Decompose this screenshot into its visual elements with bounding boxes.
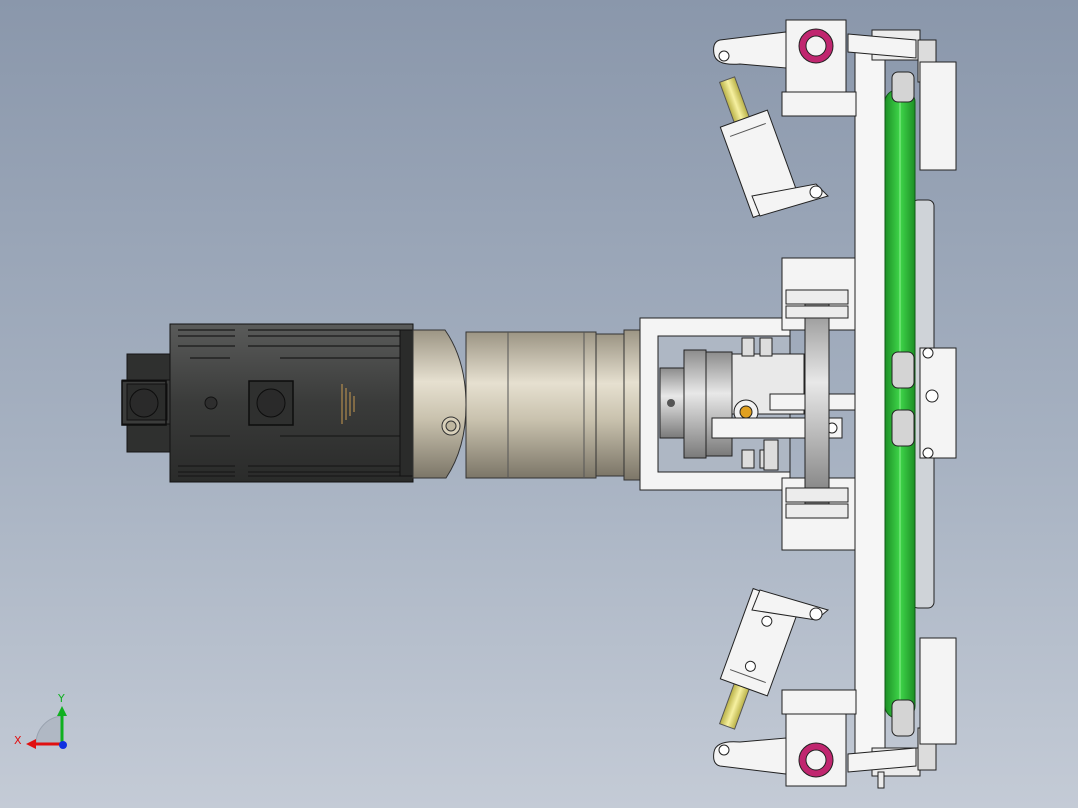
upper-clamp-assembly[interactable] [713, 19, 917, 219]
mounting-frame[interactable] [639, 317, 919, 491]
guide-rod [804, 299, 830, 507]
servo-motor[interactable] [121, 323, 415, 483]
upper-lever-arm [713, 31, 787, 69]
gearbox-output-flange [623, 329, 643, 481]
motor-cooling-fins [178, 329, 400, 477]
triad-x-label: X [14, 734, 22, 747]
triad-z-axis [59, 741, 67, 749]
gearbox-body [465, 331, 597, 479]
vertical-guide-column[interactable] [781, 257, 857, 551]
lower-pneumatic-cylinder [719, 587, 801, 697]
orientation-triad: X Y [14, 692, 67, 749]
motor-front-flange [399, 329, 415, 477]
lower-clamp-assembly[interactable] [713, 587, 917, 789]
triad-y-label: Y [57, 692, 65, 705]
idler-rollers [891, 71, 915, 737]
triad-shadow [35, 715, 63, 745]
motor-screw [204, 396, 218, 410]
motor-nameplate [341, 384, 355, 424]
motor-connector-1 [121, 380, 167, 426]
gearbox-output-ring [595, 333, 625, 477]
belt-drive[interactable] [884, 61, 957, 745]
lower-lever-arm [713, 737, 787, 775]
pneumatic-valve-block [711, 337, 919, 471]
gearbox-adapter [412, 329, 467, 479]
coupling-flange [683, 349, 707, 459]
planetary-gearbox[interactable] [412, 329, 643, 481]
